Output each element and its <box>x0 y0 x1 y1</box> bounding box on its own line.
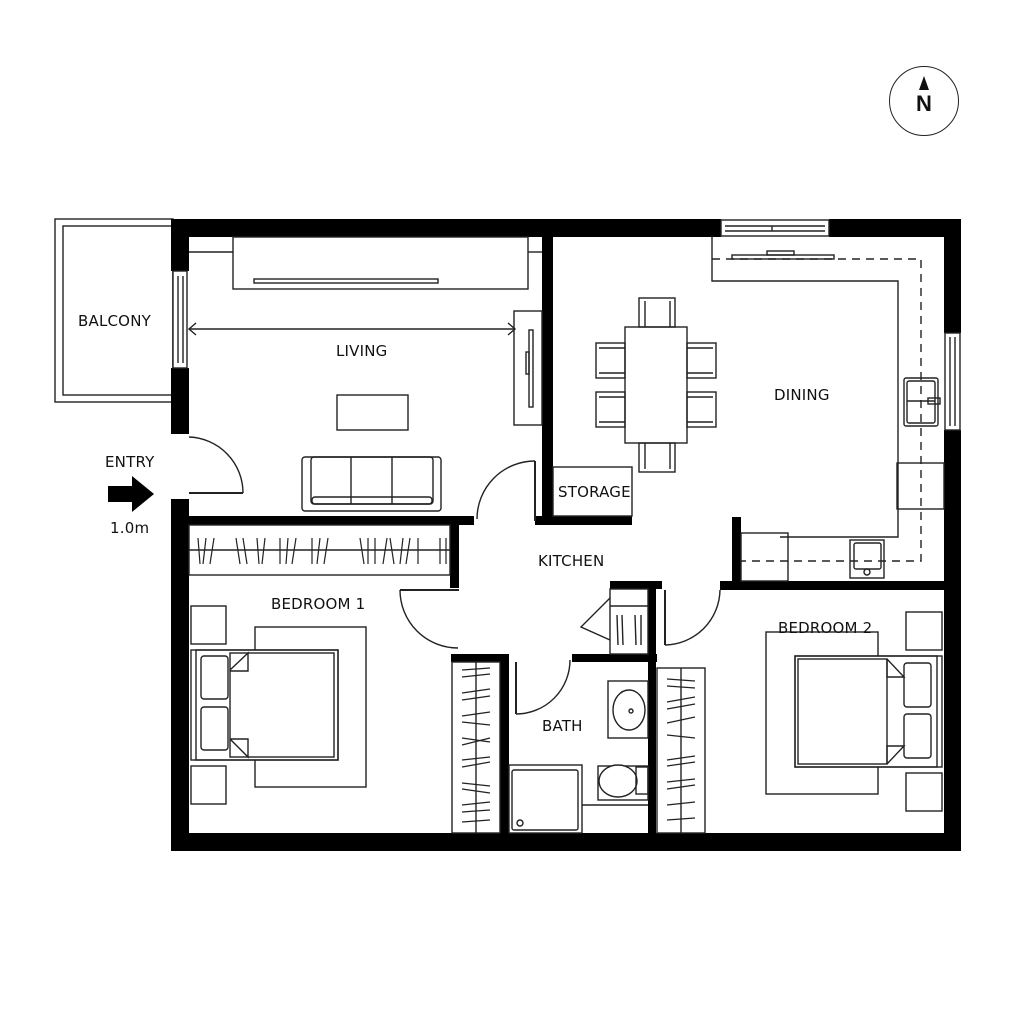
entry-label: ENTRY <box>105 453 155 471</box>
room-label-dining: DINING <box>774 386 830 404</box>
entry-door[interactable] <box>188 436 244 494</box>
room-label-bath: BATH <box>542 717 583 735</box>
compass-label: N <box>916 91 932 116</box>
window-living-west <box>172 270 188 369</box>
bath-fixtures <box>508 680 649 834</box>
entry-dimension: 1.0m <box>110 519 150 537</box>
living-furniture <box>187 236 543 512</box>
bedroom1-door[interactable] <box>399 589 459 649</box>
room-label-bedroom1: BEDROOM 1 <box>271 595 366 613</box>
linen-closet <box>579 588 649 655</box>
storage-closet <box>552 466 633 517</box>
bath-door[interactable] <box>515 659 571 715</box>
bedroom2-furniture <box>656 611 943 834</box>
room-label-living: LIVING <box>336 342 388 360</box>
window-dining-east <box>944 332 961 431</box>
walls <box>171 219 961 851</box>
north-arrow-icon <box>919 76 929 90</box>
dining-furniture <box>595 297 717 473</box>
balcony-outline <box>54 218 174 403</box>
bedroom1-furniture <box>188 524 451 805</box>
room-label-storage: STORAGE <box>558 483 631 501</box>
living-kitchen-door[interactable] <box>476 460 536 521</box>
entry-arrow-icon <box>108 476 154 512</box>
bedroom1-side-wardrobe <box>451 661 501 834</box>
north-compass: N <box>889 66 959 136</box>
room-label-bedroom2: BEDROOM 2 <box>778 619 873 637</box>
room-label-kitchen: KITCHEN <box>538 552 605 570</box>
bedroom2-door[interactable] <box>664 589 721 646</box>
room-label-balcony: BALCONY <box>78 312 151 330</box>
kitchen-counters <box>711 237 945 582</box>
window-dining-north <box>720 219 830 237</box>
